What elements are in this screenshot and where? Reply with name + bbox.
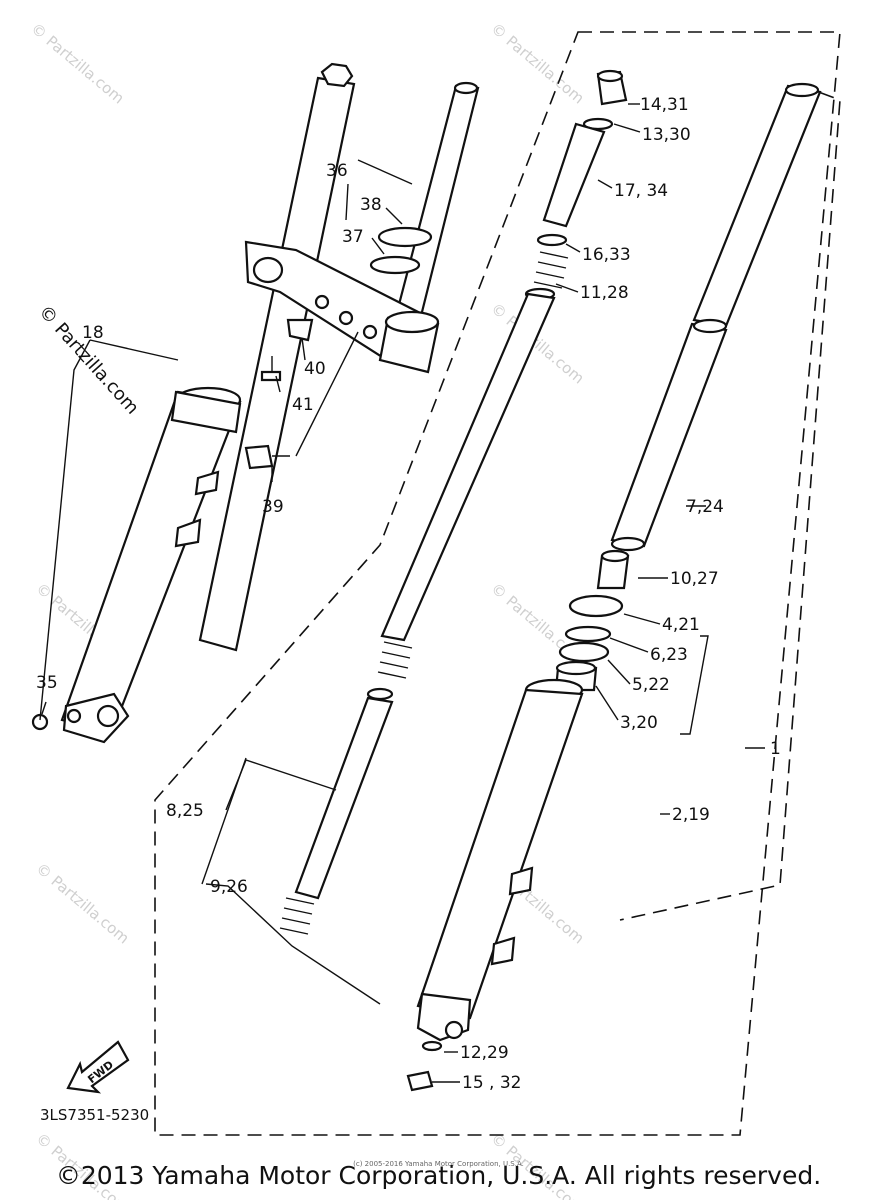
watermark: © Partzilla.com [487,19,587,107]
fwd-arrow-icon [66,1040,130,1094]
callout-18: 18 [82,323,104,343]
watermark: © Partzilla.com [27,19,127,107]
callout-13-30: 13,30 [642,125,691,145]
callout-9-26: 9,26 [210,877,248,897]
callout-8-25: 8,25 [166,801,204,821]
callout-38: 38 [360,195,382,215]
outer-tube-bracket [619,84,841,921]
callout-35: 35 [36,673,58,693]
callout-36: 36 [326,161,348,181]
exploded-parts [66,69,822,1094]
assembly-outline [154,31,841,1136]
callout-6-23: 6,23 [650,645,688,665]
callout-10-27: 10,27 [670,569,719,589]
callout-40: 40 [304,359,326,379]
callout-39: 39 [262,497,284,517]
callouts: 14,31 13,30 17, 34 16,33 11,28 7,24 10,2… [36,95,781,1124]
callout-37: 37 [342,227,364,247]
callout-2-19: 2,19 [672,805,710,825]
callout-11-28: 11,28 [580,283,629,303]
callout-1: 1 [770,739,781,759]
callout-5-22: 5,22 [632,675,670,695]
callout-17-34: 17, 34 [614,181,668,201]
callout-7-24: 7,24 [686,497,724,517]
callout-41: 41 [292,395,314,415]
diagram-code: 3LS7351-5230 [40,1106,149,1124]
callout-12-29: 12,29 [460,1043,509,1063]
copyright-small: (c) 2005-2016 Yamaha Motor Corporation, … [353,1160,524,1168]
leader-lines [39,103,765,1083]
watermark-main: © Partzilla.com [34,301,143,418]
steering-stem [244,81,480,470]
callout-14-31: 14,31 [640,95,689,115]
watermark: © Partzilla.com [32,859,132,947]
callout-4-21: 4,21 [662,615,700,635]
callout-16-33: 16,33 [582,245,631,265]
callout-15-32: 15 , 32 [462,1073,521,1093]
callout-3-20: 3,20 [620,713,658,733]
left-fork-assembly [31,62,356,744]
copyright-notice: ©2013 Yamaha Motor Corporation, U.S.A. A… [55,1161,822,1190]
